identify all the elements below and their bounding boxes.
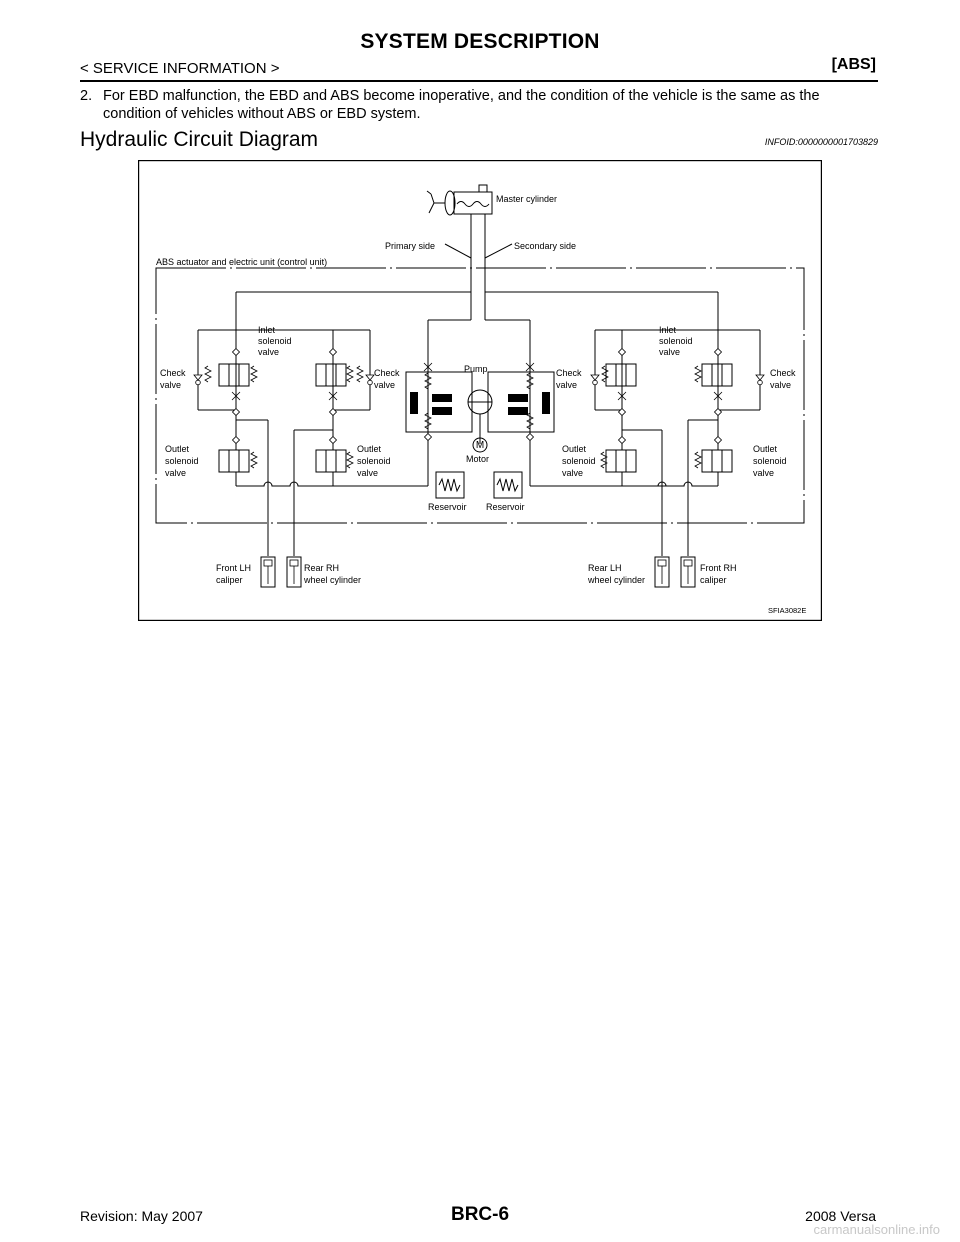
note-number: 2. xyxy=(80,88,93,104)
note-text: For EBD malfunction, the EBD and ABS bec… xyxy=(103,88,820,122)
figure-code: SFIA3082E xyxy=(768,606,806,615)
check-label-3a: Check xyxy=(556,368,582,378)
outlet-label-2c: valve xyxy=(357,468,378,478)
pump-label: Pump xyxy=(464,364,488,374)
check-label-4b: valve xyxy=(770,380,791,390)
check-label-2a: Check xyxy=(374,368,400,378)
unit-label: ABS actuator and electric unit (control … xyxy=(156,257,327,267)
reservoir-label-left: Reservoir xyxy=(428,502,467,512)
reservoir-label-right: Reservoir xyxy=(486,502,525,512)
header-divider xyxy=(80,80,878,82)
rear-rh-label-2: wheel cylinder xyxy=(303,575,361,585)
outlet-label-4b: solenoid xyxy=(753,456,787,466)
page-title: SYSTEM DESCRIPTION xyxy=(360,30,600,53)
outlet-label-4c: valve xyxy=(753,468,774,478)
rear-lh-label-2: wheel cylinder xyxy=(587,575,645,585)
section-heading: Hydraulic Circuit Diagram xyxy=(80,128,319,151)
motor-label: Motor xyxy=(466,454,489,464)
front-rh-label-1: Front RH xyxy=(700,563,737,573)
section-breadcrumb: < SERVICE INFORMATION > xyxy=(80,60,280,77)
inlet-label-left-1: Inlet xyxy=(258,325,276,335)
rear-lh-label-1: Rear LH xyxy=(588,563,622,573)
inlet-label-left-3: valve xyxy=(258,347,279,357)
outlet-label-2a: Outlet xyxy=(357,444,382,454)
outlet-label-4a: Outlet xyxy=(753,444,778,454)
footer-model: 2008 Versa xyxy=(805,1208,876,1224)
master-cylinder-label: Master cylinder xyxy=(496,194,557,204)
check-label-3b: valve xyxy=(556,380,577,390)
front-rh-label-2: caliper xyxy=(700,575,727,585)
inlet-label-left-2: solenoid xyxy=(258,336,292,346)
primary-side-label: Primary side xyxy=(385,241,435,251)
check-label-1b: valve xyxy=(160,380,181,390)
hydraulic-circuit-diagram: Master cylinder Primary side Secondary s… xyxy=(138,160,822,621)
section-code: [ABS] xyxy=(831,56,876,73)
inlet-label-right-2: solenoid xyxy=(659,336,693,346)
front-lh-label-2: caliper xyxy=(216,575,243,585)
outlet-label-3b: solenoid xyxy=(562,456,596,466)
outlet-label-1c: valve xyxy=(165,468,186,478)
note-paragraph: 2. For EBD malfunction, the EBD and ABS … xyxy=(80,87,880,123)
outlet-label-3c: valve xyxy=(562,468,583,478)
outlet-label-3a: Outlet xyxy=(562,444,587,454)
check-label-1a: Check xyxy=(160,368,186,378)
outlet-label-2b: solenoid xyxy=(357,456,391,466)
footer-page-number: BRC-6 xyxy=(450,1204,510,1225)
info-id: INFOID:0000000001703829 xyxy=(764,137,878,147)
secondary-side-label: Secondary side xyxy=(514,241,576,251)
watermark: carmanualsonline.info xyxy=(813,1222,940,1237)
check-label-4a: Check xyxy=(770,368,796,378)
inlet-label-right-3: valve xyxy=(659,347,680,357)
check-label-2b: valve xyxy=(374,380,395,390)
motor-symbol: M xyxy=(476,440,484,451)
front-lh-label-1: Front LH xyxy=(216,563,251,573)
inlet-label-right-1: Inlet xyxy=(659,325,677,335)
outlet-label-1b: solenoid xyxy=(165,456,199,466)
footer-revision: Revision: May 2007 xyxy=(80,1208,203,1224)
outlet-label-1a: Outlet xyxy=(165,444,190,454)
rear-rh-label-1: Rear RH xyxy=(304,563,339,573)
